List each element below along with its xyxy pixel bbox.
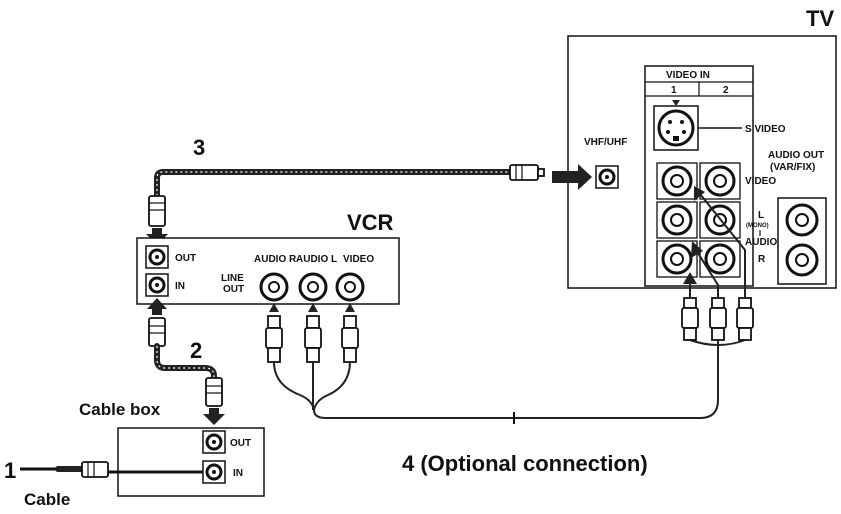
tv-audio-out-label: AUDIO OUT bbox=[768, 150, 824, 161]
tv-mono-label: (MONO) bbox=[746, 223, 769, 229]
tv-s-video-jack[interactable] bbox=[653, 100, 699, 151]
vcr-label: VCR bbox=[347, 210, 394, 235]
cable-box-label: Cable box bbox=[79, 400, 161, 419]
tv-audio-label: AUDIO bbox=[745, 237, 777, 248]
cable-box-unit: Cable box OUT IN bbox=[79, 400, 265, 497]
vcr-audio-r-jack[interactable] bbox=[259, 272, 289, 302]
tv-vhf-uhf-label: VHF/UHF bbox=[584, 137, 627, 148]
cable-box-out-jack[interactable] bbox=[202, 430, 226, 454]
tv-video-jack-2[interactable] bbox=[699, 162, 741, 200]
tv-audio-r-jack-1[interactable] bbox=[656, 240, 698, 278]
cable-4-tv-plug-1 bbox=[681, 297, 699, 341]
tv-audio-out-r-jack[interactable] bbox=[785, 243, 819, 277]
cable-4-tv-plug-3 bbox=[736, 297, 754, 341]
cable-4 bbox=[265, 186, 754, 424]
vcr-audio-l-label: AUDIO L bbox=[296, 254, 337, 265]
tv-audio-out-l-jack[interactable] bbox=[785, 203, 819, 237]
tv-video-in-col1: 1 bbox=[671, 85, 677, 96]
step-3-label: 3 bbox=[193, 135, 205, 160]
cable-3-plug-vcr bbox=[148, 195, 166, 227]
cable-2-plug-box bbox=[205, 377, 223, 407]
tv-vhf-uhf-jack[interactable] bbox=[595, 165, 619, 189]
vcr-audio-l-jack[interactable] bbox=[298, 272, 328, 302]
tv-audio-l-jack-1[interactable] bbox=[656, 201, 698, 239]
vcr-out-label: OUT bbox=[175, 253, 196, 264]
arrow-to-box-out-icon bbox=[203, 408, 225, 425]
vcr-rf-out-jack[interactable] bbox=[145, 245, 169, 269]
step-2-label: 2 bbox=[190, 338, 202, 363]
cable-4-vcr-plug-audio-l bbox=[304, 315, 322, 363]
tv-video-jack-1[interactable] bbox=[656, 162, 698, 200]
vcr-video-jack[interactable] bbox=[335, 272, 365, 302]
cable-4-tv-plug-2 bbox=[709, 297, 727, 341]
cable-box-in-jack[interactable] bbox=[202, 460, 226, 484]
cable-2-plug-vcr bbox=[148, 317, 166, 347]
cable-1 bbox=[20, 461, 203, 478]
tv-l-label: L bbox=[758, 210, 764, 221]
tv-video-in-col2: 2 bbox=[723, 85, 729, 96]
arrow-to-tv-vhf-icon bbox=[552, 164, 592, 190]
vcr-line-out-label-1: LINE bbox=[221, 273, 244, 284]
cable-4-vcr-plug-audio-r bbox=[265, 315, 283, 363]
tv-s-video-label: S VIDEO bbox=[745, 124, 786, 135]
vcr-audio-r-label: AUDIO R bbox=[254, 254, 297, 265]
arrow-to-vcr-out-icon bbox=[146, 228, 168, 245]
vcr-rf-in-jack[interactable] bbox=[145, 273, 169, 297]
tv-video-label: VIDEO bbox=[745, 176, 776, 187]
tv-var-fix-label: (VAR/FIX) bbox=[770, 162, 815, 173]
cable-label: Cable bbox=[24, 490, 70, 509]
cable-2 bbox=[147, 298, 225, 425]
cable-1-plug bbox=[81, 461, 109, 478]
tv-audio-r-jack-2[interactable] bbox=[699, 240, 741, 278]
tv-r-label: R bbox=[758, 254, 766, 265]
vcr-unit: VCR OUT IN LINE OUT AUDIO R AUDIO L VIDE… bbox=[136, 210, 400, 305]
step-1-label: 1 bbox=[4, 458, 16, 483]
tv-label: TV bbox=[806, 6, 834, 31]
vcr-in-label: IN bbox=[175, 281, 185, 292]
cable-box-out-label: OUT bbox=[230, 438, 251, 449]
cable-3 bbox=[146, 164, 592, 245]
cable-4-vcr-plug-video bbox=[341, 315, 359, 363]
vcr-video-label: VIDEO bbox=[343, 254, 374, 265]
arrow-to-vcr-in-icon bbox=[147, 298, 167, 315]
cable-box-back-panel bbox=[117, 427, 265, 497]
cable-3-plug-tv bbox=[509, 164, 539, 181]
vcr-line-out-label-2: OUT bbox=[223, 284, 244, 295]
tv-video-in-label: VIDEO IN bbox=[666, 70, 710, 81]
cable-box-in-label: IN bbox=[233, 468, 243, 479]
tv-unit: TV VIDEO IN 1 2 S VIDEO VIDEO L (MONO) A… bbox=[567, 6, 837, 289]
step-4-label: 4 (Optional connection) bbox=[402, 451, 648, 476]
